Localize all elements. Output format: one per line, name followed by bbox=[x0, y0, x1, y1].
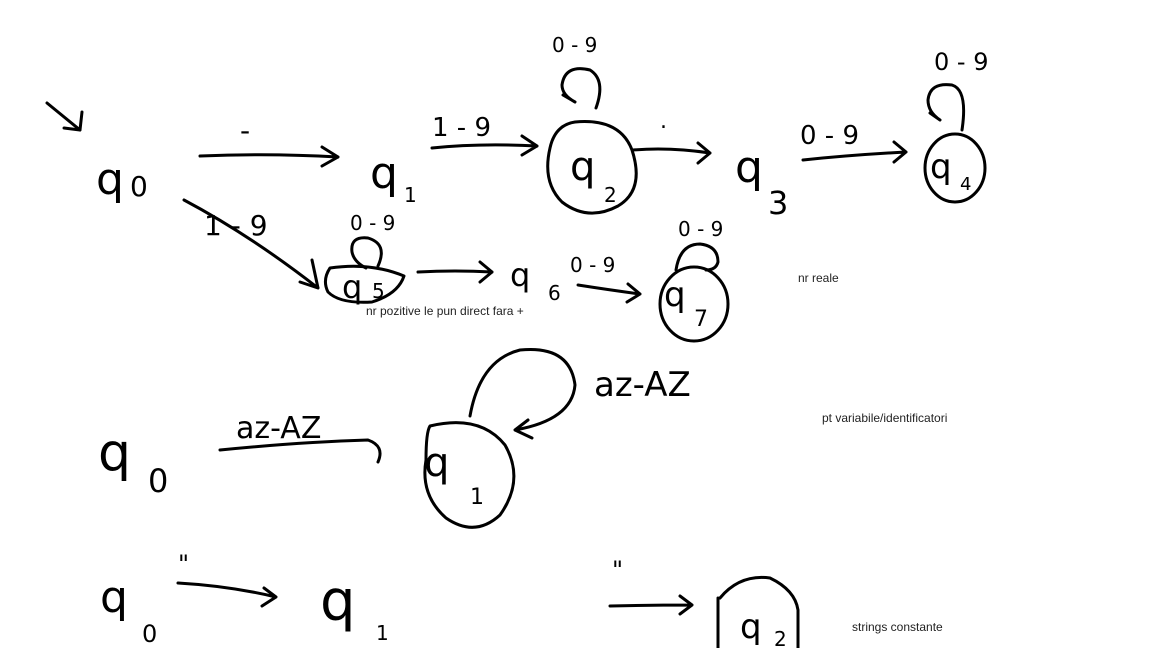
state-q3-label: q bbox=[735, 142, 763, 193]
state-q4-label: q bbox=[930, 147, 952, 187]
label-loop-q4: 0 - 9 bbox=[934, 48, 988, 76]
state-q5-circle bbox=[323, 264, 406, 304]
state-q6-label: q bbox=[510, 256, 530, 294]
state-q2-label: q bbox=[570, 144, 595, 190]
state-id-q0: q 0 bbox=[98, 423, 168, 500]
state-q3: q 3 bbox=[735, 142, 788, 222]
state-str-q2-sub: 2 bbox=[774, 627, 787, 648]
loop-q2 bbox=[560, 67, 602, 110]
start-arrow bbox=[45, 101, 84, 132]
arrow-q1-q2 bbox=[430, 134, 539, 157]
state-str-q1-label: q bbox=[320, 569, 356, 634]
state-q4-sub: 4 bbox=[960, 174, 971, 195]
label-q0-q1: - bbox=[240, 114, 250, 147]
state-id-q0-sub: 0 bbox=[148, 462, 168, 500]
state-str-q1-sub: 1 bbox=[376, 621, 389, 645]
arrow-q0-q1 bbox=[198, 145, 340, 168]
state-q3-sub: 3 bbox=[768, 184, 788, 222]
label-loop-q7: 0 - 9 bbox=[678, 217, 723, 241]
note-identifiers: pt variabile/identificatori bbox=[822, 411, 948, 425]
state-id-q1-circle bbox=[423, 421, 516, 529]
label-str-q0-q1: " bbox=[178, 550, 189, 578]
state-q0-label: q bbox=[96, 154, 124, 205]
state-q6: q 6 bbox=[510, 256, 561, 305]
state-str-q2-label: q bbox=[740, 607, 762, 647]
state-str-q1: q 1 bbox=[320, 569, 389, 645]
loop-q5 bbox=[350, 236, 383, 270]
arrow-q2-q3 bbox=[631, 141, 712, 165]
state-q5-sub: 5 bbox=[372, 279, 385, 303]
arrow-str-q0-q1 bbox=[176, 581, 278, 608]
state-str-q0-sub: 0 bbox=[142, 620, 157, 648]
state-str-q2: q 2 bbox=[716, 575, 800, 648]
loop-q4 bbox=[926, 83, 966, 132]
label-q6-q7: 0 - 9 bbox=[570, 253, 615, 277]
state-id-q1: q 1 az-AZ bbox=[423, 347, 691, 529]
state-id-q1-sub: 1 bbox=[470, 485, 484, 510]
state-str-q2-circle bbox=[716, 575, 800, 648]
state-q2: q 2 0 - 9 bbox=[546, 33, 638, 215]
state-q0-sub: 0 bbox=[130, 170, 148, 203]
state-q7-circle bbox=[658, 265, 730, 343]
state-q1: q 1 bbox=[370, 148, 417, 207]
label-q3-q4: 0 - 9 bbox=[800, 121, 859, 151]
arrow-str-q1-q2 bbox=[608, 594, 694, 616]
loop-id-q1 bbox=[468, 347, 577, 440]
diagram-real-numbers: q 0 - q 1 1 - 9 q 2 0 - 9 . q 3 bbox=[45, 33, 988, 343]
state-q4-circle bbox=[923, 132, 987, 204]
note-real-numbers: nr reale bbox=[798, 271, 839, 285]
label-loop-q2: 0 - 9 bbox=[552, 33, 597, 57]
label-loop-id-q1: az-AZ bbox=[594, 365, 691, 405]
state-q7-label: q bbox=[664, 275, 686, 315]
state-q2-circle bbox=[546, 120, 638, 215]
note-positive-numbers: nr pozitive le pun direct fara + bbox=[366, 304, 524, 318]
label-q0-q5: 1 - 9 bbox=[204, 209, 268, 242]
state-q1-sub: 1 bbox=[404, 183, 417, 207]
state-q0: q 0 bbox=[96, 154, 148, 205]
state-id-q1-label: q bbox=[424, 440, 449, 486]
state-q6-sub: 6 bbox=[548, 281, 561, 305]
diagram-identifiers: q 0 az-AZ q 1 az-AZ bbox=[98, 347, 691, 529]
note-strings: strings constante bbox=[852, 620, 943, 634]
diagram-strings: q 0 " q 1 " q 2 bbox=[100, 550, 800, 648]
state-q5-label: q bbox=[342, 268, 362, 306]
arrow-q3-q4 bbox=[801, 140, 908, 164]
arrow-q5-q6 bbox=[416, 260, 494, 284]
state-id-q0-label: q bbox=[98, 423, 131, 483]
state-q2-sub: 2 bbox=[604, 183, 617, 207]
label-q1-q2: 1 - 9 bbox=[432, 113, 491, 143]
state-str-q0-label: q bbox=[100, 572, 128, 623]
arrow-q0-q5 bbox=[182, 198, 320, 290]
state-q7-sub: 7 bbox=[694, 307, 708, 332]
state-q4: q 4 0 - 9 bbox=[923, 48, 988, 204]
state-q1-label: q bbox=[370, 148, 398, 199]
loop-q7 bbox=[674, 242, 720, 272]
arrow-id-q0-q1 bbox=[218, 438, 382, 464]
label-q2-q3: . bbox=[660, 109, 667, 134]
label-loop-q5: 0 - 9 bbox=[350, 211, 395, 235]
state-q7: q 7 0 - 9 bbox=[658, 217, 730, 343]
state-str-q0: q 0 bbox=[100, 572, 157, 648]
label-id-q0-q1: az-AZ bbox=[236, 411, 321, 446]
state-q5: q 5 0 - 9 bbox=[323, 211, 406, 306]
label-str-q1-q2: " bbox=[612, 556, 623, 584]
arrow-q6-q7 bbox=[576, 282, 642, 304]
